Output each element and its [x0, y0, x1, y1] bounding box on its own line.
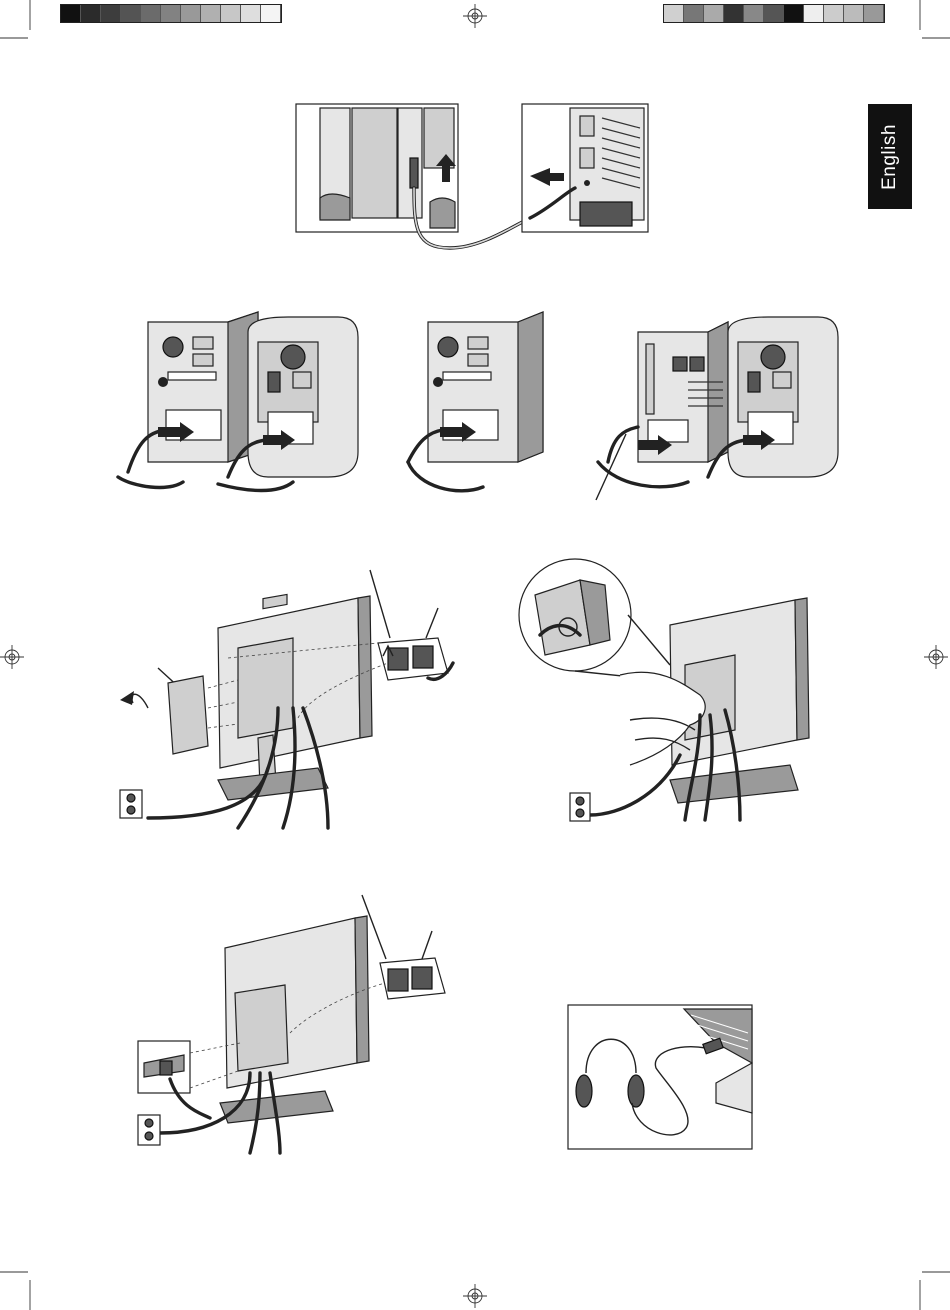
color-bar-right-swatch: [764, 5, 784, 22]
color-bar-left-swatch: [221, 5, 241, 22]
color-bar-left-swatch: [141, 5, 161, 22]
figure-audio-cable-connection: [290, 98, 660, 258]
color-bar-left-swatch: [261, 5, 281, 22]
figure-cable-cover-removal: [108, 568, 478, 833]
color-bar-right-swatch: [864, 5, 884, 22]
color-bar-right-swatch: [744, 5, 764, 22]
color-bar-right-swatch: [684, 5, 704, 22]
color-bar-left-swatch: [121, 5, 141, 22]
color-bar-right-swatch: [804, 5, 824, 22]
color-bar-left-swatch: [201, 5, 221, 22]
figure-headphones-connection: [566, 1003, 756, 1153]
figure-pc-mac-video-cables: [118, 312, 838, 512]
color-bar-right-swatch: [664, 5, 684, 22]
color-bar-left-swatch: [101, 5, 121, 22]
color-bar-right-swatch: [844, 5, 864, 22]
language-tab: English: [868, 104, 912, 209]
registration-mark-left: [0, 645, 24, 669]
color-bar-left-swatch: [161, 5, 181, 22]
color-bar-right-swatch: [824, 5, 844, 22]
color-bar-right-swatch: [704, 5, 724, 22]
color-bar-left-swatch: [81, 5, 101, 22]
color-bar-right-swatch: [724, 5, 744, 22]
color-bar-right-swatch: [784, 5, 804, 22]
color-bar-left-swatch: [181, 5, 201, 22]
color-bar-left-swatch: [241, 5, 261, 22]
registration-mark-top: [463, 4, 487, 28]
language-tab-label: English: [879, 124, 901, 190]
registration-mark-bottom: [463, 1284, 487, 1308]
figure-cable-management-hand: [510, 555, 810, 825]
color-bar-right: [663, 4, 885, 23]
color-bar-left-swatch: [61, 5, 81, 22]
registration-mark-right: [924, 645, 948, 669]
figure-power-cord-connection: [130, 893, 480, 1153]
color-bar-left: [60, 4, 282, 23]
